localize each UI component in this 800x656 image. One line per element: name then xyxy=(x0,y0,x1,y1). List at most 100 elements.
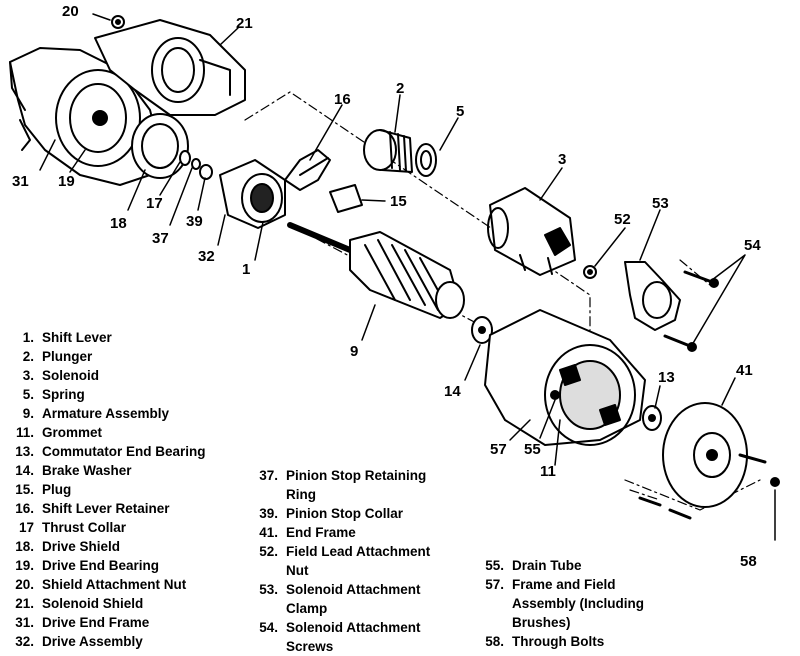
legend-item-continuation: Screws xyxy=(244,637,430,656)
callout-58: 58 xyxy=(740,553,757,570)
legend-number: 53. xyxy=(259,582,278,597)
legend-item: 11. Grommet xyxy=(0,423,206,442)
callout-18: 18 xyxy=(110,215,127,232)
legend-item: 54. Solenoid Attachment xyxy=(244,618,430,637)
legend-item: 13. Commutator End Bearing xyxy=(0,442,206,461)
solenoid-attachment-clamp xyxy=(624,261,681,331)
callout-52: 52 xyxy=(614,211,631,228)
legend-item: 52.Field Lead Attachment xyxy=(244,542,430,561)
legend-text: Screws xyxy=(286,639,334,654)
legend-number: 9. xyxy=(22,406,34,421)
legend-number: 54. xyxy=(259,620,278,635)
legend-text: Plug xyxy=(42,482,72,497)
callout-9: 9 xyxy=(350,343,358,360)
callout-20: 20 xyxy=(62,3,79,20)
plunger xyxy=(363,129,413,173)
through-bolts xyxy=(638,477,780,520)
legend-number: 11. xyxy=(15,425,34,440)
legend-number: 20. xyxy=(15,577,34,592)
legend-item: 41.End Frame xyxy=(244,523,430,542)
legend-number: 57. xyxy=(485,577,504,592)
legend-number: 55. xyxy=(485,558,504,573)
legend-item: 9.Armature Assembly xyxy=(0,404,206,423)
legend-item-continuation: Brushes) xyxy=(470,613,644,632)
legend-column-3: 55.Drain Tube 57.Frame and Field Assembl… xyxy=(470,556,644,651)
callout-41: 41 xyxy=(736,362,753,379)
legend-text: Spring xyxy=(42,387,85,402)
callout-17: 17 xyxy=(146,195,163,212)
legend-number: 16. xyxy=(15,501,34,516)
callout-31: 31 xyxy=(12,173,29,190)
legend-text: Through Bolts xyxy=(512,634,605,649)
legend-text: Solenoid Shield xyxy=(42,596,144,611)
legend-text: Solenoid xyxy=(42,368,99,383)
legend-text: Shield Attachment Nut xyxy=(42,577,187,592)
solenoid xyxy=(487,187,576,276)
legend-item: 14. Brake Washer xyxy=(0,461,206,480)
legend-item: 20. Shield Attachment Nut xyxy=(0,575,206,594)
legend-item: 16. Shift Lever Retainer xyxy=(0,499,206,518)
brake-washer xyxy=(471,316,493,344)
legend-text: Shift Lever Retainer xyxy=(42,501,170,516)
solenoid-shield xyxy=(94,19,246,116)
callout-3: 3 xyxy=(558,151,566,168)
legend-number: 2. xyxy=(22,349,34,364)
legend-item: 37. Pinion Stop Retaining xyxy=(244,466,430,485)
legend-number: 39. xyxy=(259,506,278,521)
end-frame xyxy=(662,402,767,508)
callout-labels: 20 21 16 2 5 3 31 19 18 17 37 39 32 1 15… xyxy=(12,3,761,570)
legend-text: Assembly (Including xyxy=(512,596,645,611)
legend-text: Brake Washer xyxy=(42,463,132,478)
pinion-stop-collar xyxy=(199,164,213,180)
callout-54: 54 xyxy=(744,237,761,254)
legend-number: 18. xyxy=(15,539,34,554)
legend-item: 32.Drive Assembly xyxy=(0,632,206,651)
legend-text: Solenoid Attachment xyxy=(286,582,421,597)
legend-text: Pinion Stop Retaining xyxy=(286,468,427,483)
callout-37: 37 xyxy=(152,230,169,247)
legend-item: 1.Shift Lever xyxy=(0,328,206,347)
pinion-stop-retaining-ring xyxy=(191,158,201,170)
drive-shield xyxy=(131,113,189,179)
legend-number: 1. xyxy=(22,330,34,345)
legend-text: Pinion Stop Collar xyxy=(286,506,403,521)
legend-number: 37. xyxy=(259,468,278,483)
legend-column-1: 1.Shift Lever 2. Plunger 3.Solenoid 5. Spr… xyxy=(0,328,206,651)
legend-column-2: 37. Pinion Stop Retaining Ring 39. Pinion … xyxy=(244,466,430,656)
leader-lines xyxy=(39,13,776,541)
callout-39: 39 xyxy=(186,213,203,230)
legend-item: 53. Solenoid Attachment xyxy=(244,580,430,599)
armature-assembly xyxy=(287,222,465,319)
legend-text: Commutator End Bearing xyxy=(42,444,206,459)
legend-text: Grommet xyxy=(42,425,103,440)
legend-text: Drive Shield xyxy=(42,539,121,554)
legend-item: 58.Through Bolts xyxy=(470,632,644,651)
legend-number: 5. xyxy=(22,387,34,402)
spring xyxy=(415,143,437,177)
legend-text: Brushes) xyxy=(512,615,571,630)
legend-number: 15. xyxy=(15,482,34,497)
callout-11: 11 xyxy=(540,463,556,480)
legend-number: 13. xyxy=(15,444,34,459)
callout-21: 21 xyxy=(236,15,253,32)
legend-text: Nut xyxy=(286,563,309,578)
legend-item: 55. Drain Tube xyxy=(470,556,644,575)
plug xyxy=(329,184,363,213)
drive-assembly xyxy=(219,159,286,229)
callout-14: 14 xyxy=(444,383,461,400)
legend-item: 3.Solenoid xyxy=(0,366,206,385)
legend-item: 39. Pinion Stop Collar xyxy=(244,504,430,523)
legend-text: Drain Tube xyxy=(512,558,582,573)
legend-item: 19.Drive End Bearing xyxy=(0,556,206,575)
callout-53: 53 xyxy=(652,195,669,212)
legend-item-continuation: Ring xyxy=(244,485,430,504)
legend-number: 19. xyxy=(15,558,34,573)
legend-number: 32. xyxy=(15,634,34,649)
legend-item-continuation: Nut xyxy=(244,561,430,580)
legend-text: Solenoid Attachment xyxy=(286,620,421,635)
legend-number: 14. xyxy=(15,463,34,478)
legend-number: 17 xyxy=(18,520,34,535)
legend-text: Plunger xyxy=(42,349,93,364)
thrust-collar xyxy=(179,150,191,166)
